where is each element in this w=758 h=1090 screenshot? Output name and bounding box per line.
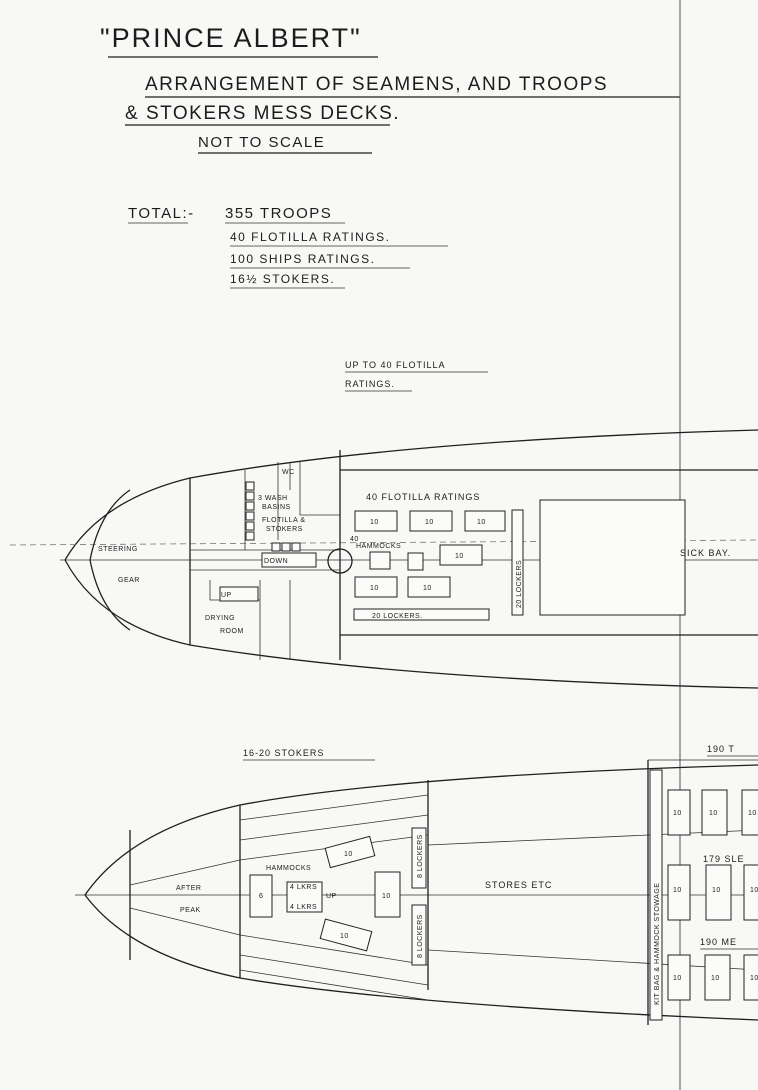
svg-text:10: 10 — [750, 975, 758, 982]
upper-bunk: 10 — [354, 576, 398, 598]
troop-bunk: 10 — [704, 954, 731, 1001]
upper-bunk: 10 — [407, 576, 451, 598]
svg-text:10: 10 — [370, 585, 379, 592]
svg-text:10: 10 — [711, 975, 720, 982]
hammocks-count: 40 — [350, 536, 359, 543]
lower-caption: 16-20 STOKERS — [243, 748, 324, 758]
svg-text:10: 10 — [477, 519, 486, 526]
hammocks-label-lower: HAMMOCKS — [266, 865, 311, 872]
totals-underlines — [128, 222, 448, 289]
total-troops: 355 TROOPS — [225, 205, 332, 222]
wash-basins-line2: BASINS — [262, 504, 291, 511]
lower-stair — [286, 881, 323, 913]
stoker-bunk: 10 — [324, 835, 376, 869]
after-peak-line1: AFTER — [176, 885, 201, 892]
wash-basins — [245, 481, 301, 552]
svg-text:10: 10 — [455, 553, 464, 560]
svg-text:10: 10 — [748, 810, 757, 817]
wc-label: WC — [282, 469, 295, 476]
sick-bay-label: SICK BAY. — [680, 548, 731, 558]
svg-text:10: 10 — [423, 585, 432, 592]
stores-label: STORES ETC — [485, 880, 552, 890]
troop-bunk: 10 — [743, 954, 758, 1001]
svg-text:10: 10 — [344, 851, 353, 858]
lockers-lower-label: 8 LOCKERS — [417, 914, 424, 958]
total-flotilla: 40 FLOTILLA RATINGS. — [230, 230, 391, 244]
lockers-upper-label: 8 LOCKERS — [417, 834, 424, 878]
mess-caption: 190 ME — [700, 937, 737, 947]
total-stokers: 16½ STOKERS. — [230, 272, 335, 286]
flotilla-stokers-line1: FLOTILLA & — [262, 517, 306, 524]
lockers-bottom-label: 4 LKRS — [290, 904, 317, 911]
svg-text:10: 10 — [750, 887, 758, 894]
lockers-upper — [411, 827, 427, 889]
svg-text:10: 10 — [673, 975, 682, 982]
drawing-title: "PRINCE ALBERT" — [100, 23, 362, 53]
troop-bunk: 10 — [667, 954, 691, 1001]
upper-caption-line1: UP TO 40 FLOTILLA — [345, 360, 446, 370]
lockers-horizontal — [353, 608, 490, 621]
troops-caption: 190 T — [707, 744, 735, 754]
troop-bunk: 10 — [667, 789, 691, 836]
up-label: UP — [221, 592, 232, 599]
svg-text:10: 10 — [673, 887, 682, 894]
steering-gear-line2: GEAR — [118, 577, 140, 584]
wash-basins-line1: 3 WASH — [258, 495, 288, 502]
upper-deck-hull — [9, 429, 758, 689]
lockers-top-label: 4 LKRS — [290, 884, 317, 891]
drying-room-line1: DRYING — [205, 615, 235, 622]
scale-note: NOT TO SCALE — [198, 134, 325, 151]
lower-deck-hull — [75, 759, 758, 1025]
hammock-space — [407, 552, 424, 571]
svg-text:6: 6 — [259, 893, 263, 900]
stoker-bunk: 6 — [249, 874, 273, 918]
lockers-lower — [411, 904, 427, 966]
steering-gear-line1: STEERING — [98, 546, 138, 553]
svg-text:10: 10 — [712, 887, 721, 894]
total-ships-ratings: 100 SHIPS RATINGS. — [230, 252, 375, 266]
down-stair — [261, 552, 317, 568]
stoker-bunk: 10 — [319, 918, 373, 952]
upper-bunk: 10 — [409, 510, 453, 532]
svg-text:10: 10 — [709, 810, 718, 817]
kit-bag-stowage-label: KIT BAG & HAMMOCK STOWAGE — [654, 883, 661, 1005]
lockers-vertical-label: 20 LOCKERS — [516, 560, 523, 608]
hammocks-label: HAMMOCKS — [356, 543, 401, 550]
troop-bunk: 10 — [705, 864, 732, 921]
upper-bunk: 10 — [439, 544, 483, 566]
drying-room-line2: ROOM — [220, 628, 244, 635]
svg-text:10: 10 — [370, 519, 379, 526]
troop-bunk: 10 — [667, 864, 691, 921]
troop-bunk: 10 — [701, 789, 728, 836]
svg-text:10: 10 — [673, 810, 682, 817]
lockers-horizontal-label: 20 LOCKERS. — [372, 613, 423, 620]
stoker-bunk: 10 — [374, 871, 401, 918]
upper-bunk: 10 — [354, 510, 398, 532]
troop-bunk: 10 — [741, 789, 758, 836]
flotilla-mess-label: 40 FLOTILLA RATINGS — [366, 492, 480, 502]
svg-text:10: 10 — [340, 933, 349, 940]
down-label: DOWN — [264, 558, 288, 565]
subtitle-line1: ARRANGEMENT OF SEAMENS, AND TROOPS — [145, 74, 608, 95]
after-peak-line2: PEAK — [180, 907, 201, 914]
upper-bunk: 10 — [464, 510, 506, 532]
flotilla-stokers-line2: STOKERS — [266, 526, 303, 533]
subtitle-line2: & STOKERS MESS DECKS. — [125, 103, 400, 124]
svg-text:10: 10 — [425, 519, 434, 526]
lockers-vertical — [511, 509, 524, 616]
sleeping-caption: 179 SLE — [703, 854, 745, 864]
totals-label: TOTAL:- — [128, 205, 195, 222]
up-stair — [219, 586, 259, 602]
upper-caption-line2: RATINGS. — [345, 379, 395, 389]
troop-bunk: 10 — [743, 864, 758, 921]
hammock-space — [369, 551, 391, 570]
svg-text:10: 10 — [382, 893, 391, 900]
up-label-lower: UP — [326, 893, 337, 900]
